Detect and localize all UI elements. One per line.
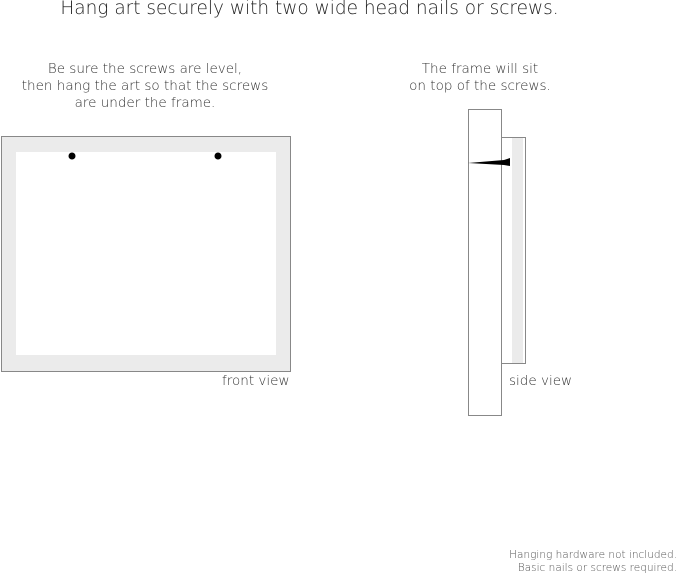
wall bbox=[468, 109, 502, 416]
screw-head-left bbox=[68, 152, 76, 160]
side-view-instructions: The frame will sit on top of the screws. bbox=[409, 61, 551, 94]
artwork-area bbox=[16, 152, 276, 355]
front-view-frame bbox=[1, 136, 291, 372]
side-frame-edge bbox=[512, 138, 523, 363]
title: Hang art securely with two wide head nai… bbox=[60, 0, 559, 19]
side-view bbox=[468, 109, 526, 416]
screw-head-right bbox=[214, 152, 222, 160]
screw bbox=[468, 158, 510, 166]
front-view-instructions: Be sure the screws are level, then hang … bbox=[21, 61, 269, 111]
front-view-label: front view bbox=[222, 373, 290, 389]
hardware-note: Hanging hardware not included. Basic nai… bbox=[509, 549, 677, 574]
side-view-label: side view bbox=[509, 373, 573, 389]
